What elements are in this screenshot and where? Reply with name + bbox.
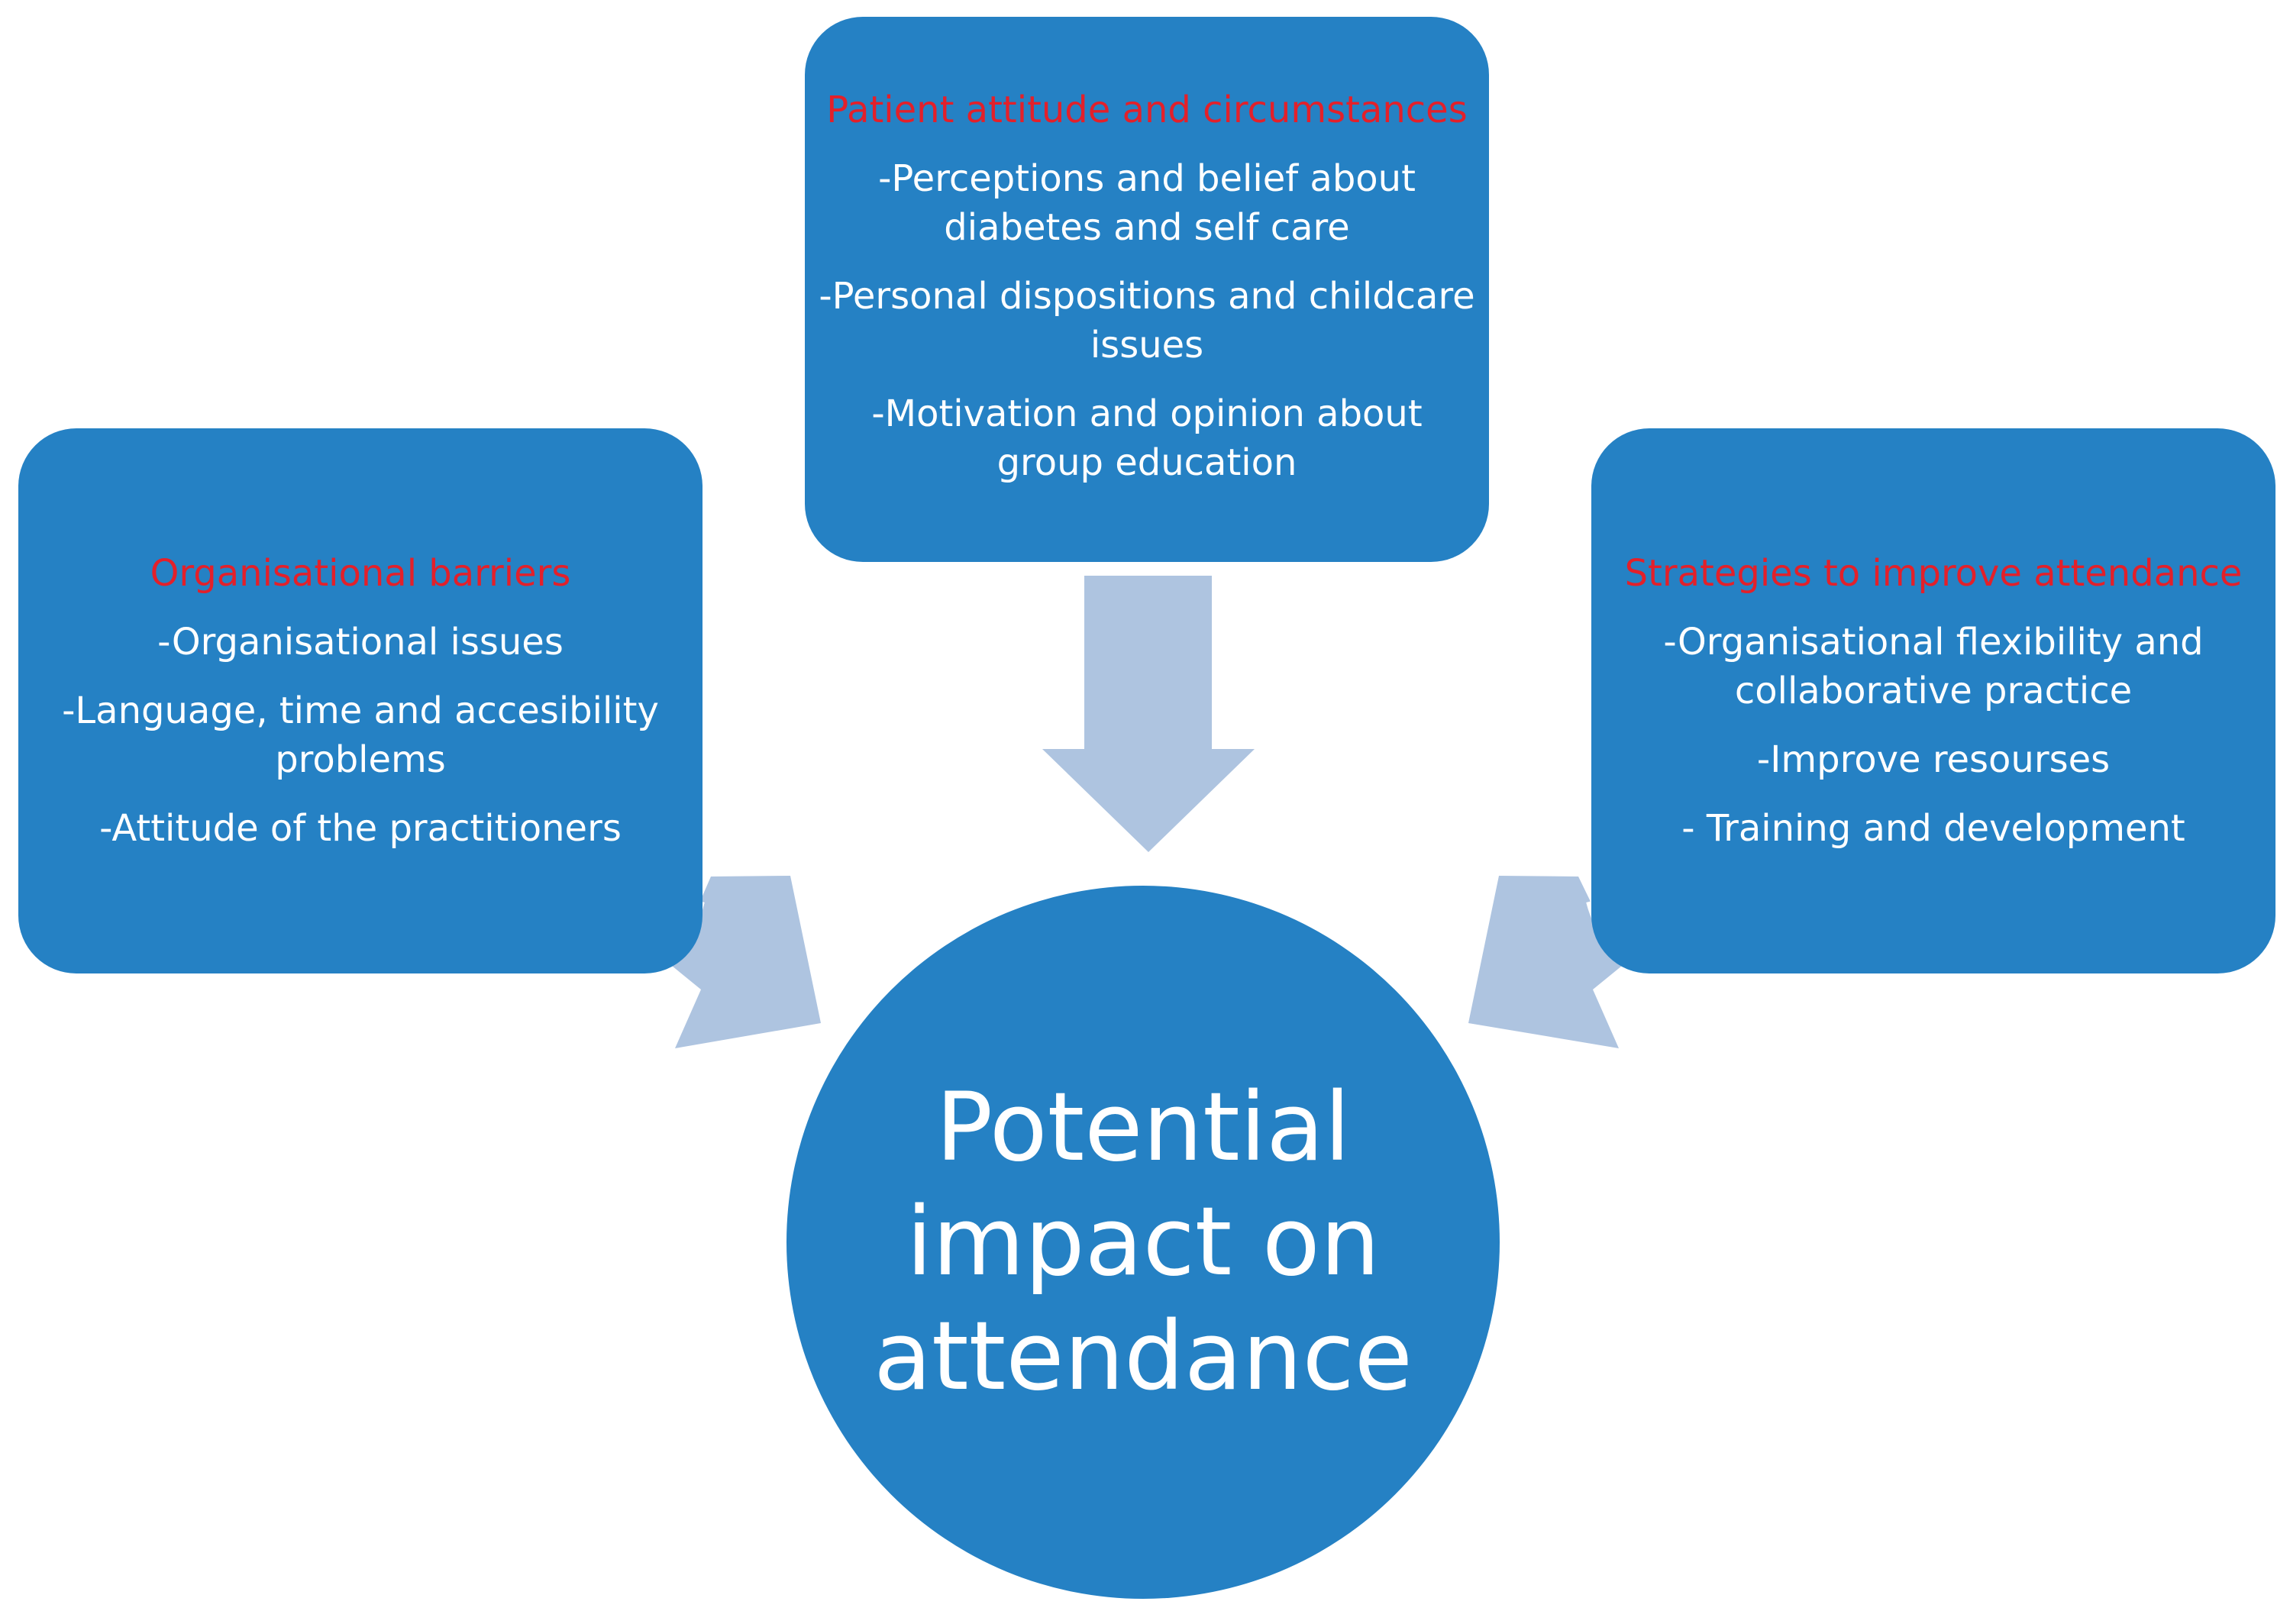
organisational-barriers-box: Organisational barriers -Organisational … — [18, 428, 703, 973]
patient-attitude-heading: Patient attitude and circumstances — [826, 89, 1468, 131]
patient-attitude-items: -Perceptions and belief about diabetes a… — [819, 154, 1475, 487]
center-circle-line: impact on — [906, 1187, 1381, 1297]
center-circle: Potential impact on attendance — [786, 886, 1500, 1599]
center-circle-line: Potential — [935, 1073, 1351, 1183]
organisational-barriers-heading: Organisational barriers — [150, 552, 571, 595]
patient-attitude-box: Patient attitude and circumstances -Perc… — [805, 17, 1489, 562]
arrow-right-diagonal — [1468, 876, 1622, 1048]
strategies-box: Strategies to improve attendance -Organi… — [1591, 428, 2275, 973]
organisational-barriers-item: -Organisational issues — [157, 621, 564, 663]
organisational-barriers-item: -Attitude of the practitioners — [99, 807, 622, 850]
strategies-item: -Improve resourses — [1756, 738, 2111, 781]
strategies-heading: Strategies to improve attendance — [1624, 552, 2243, 595]
arrow-left-diagonal — [672, 876, 821, 1048]
organisational-barriers-items: -Organisational issues -Language, time a… — [55, 618, 666, 853]
organisational-barriers-item: -Language, time and accesibility problem… — [62, 689, 659, 781]
center-circle-line: attendance — [874, 1302, 1413, 1412]
patient-attitude-item: -Motivation and opinion about group educ… — [871, 392, 1423, 484]
strategies-item: - Training and development — [1681, 807, 2185, 850]
patient-attitude-item: -Perceptions and belief about diabetes a… — [878, 157, 1416, 249]
strategies-item: -Organisational flexibility and collabor… — [1663, 621, 2204, 712]
patient-attitude-item: -Personal dispositions and childcare iss… — [819, 275, 1475, 366]
arrow-down — [1042, 576, 1255, 852]
strategies-items: -Organisational flexibility and collabor… — [1659, 618, 2208, 853]
